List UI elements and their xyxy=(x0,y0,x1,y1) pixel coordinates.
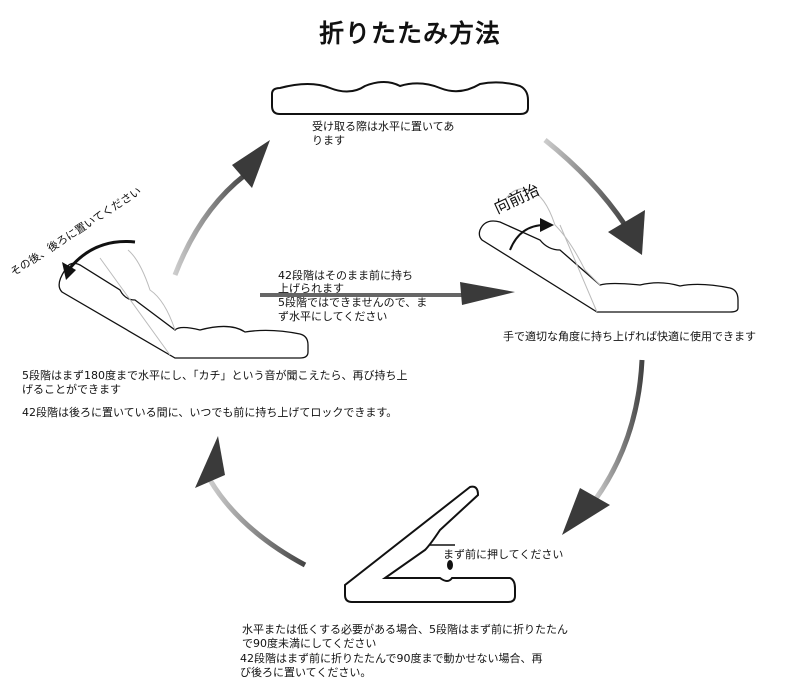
ghost-backrest xyxy=(99,249,176,356)
arrowhead-bottom-left-icon xyxy=(195,436,225,488)
top-text-1: 受け取る際は水平に置いてあ xyxy=(312,120,455,133)
center-text-3: 5段階ではできませんので、ま xyxy=(278,296,428,309)
chair-reclined-right xyxy=(478,220,739,313)
push-marker-icon xyxy=(447,560,453,570)
bottom-text-1: 水平または低くする必要がある場合、5段階はまず前に折りたたん xyxy=(242,623,568,636)
top-text-2: ります xyxy=(312,134,345,147)
left-text-2: げることができます xyxy=(22,383,121,396)
arrowhead-left-top-icon xyxy=(232,140,270,188)
cycle-arrow-bottom-left xyxy=(207,478,307,568)
push-label: まず前に押してください xyxy=(443,548,564,561)
cycle-arrow-top-right xyxy=(543,138,628,227)
back-arrowhead-icon xyxy=(62,262,76,280)
bottom-text-3: 42段階はまず前に折りたたんで90度まで動かせない場合、再 xyxy=(240,652,543,665)
chair-flat-top xyxy=(271,81,529,115)
left-text-1: 5段階はまず180度まで水平にし、「カチ」という音が聞こえたら、再び持ち上 xyxy=(22,369,408,382)
center-text-2: 上げられます xyxy=(278,282,344,295)
center-arrowhead-icon xyxy=(460,282,515,305)
bottom-text-2: で90度未満にしてください xyxy=(242,637,377,650)
cycle-arrow-right-bottom xyxy=(592,359,645,502)
bottom-text-4: び後ろに置いてください。 xyxy=(240,666,372,679)
right-text: 手で適切な角度に持ち上げれば快適に使用できます xyxy=(503,330,756,343)
ghost-raised-backrest xyxy=(504,188,601,313)
center-text-1: 42段階はそのまま前に持ち xyxy=(278,269,413,282)
arrowhead-top-right-icon xyxy=(608,210,645,255)
chair-reclined-left xyxy=(58,262,309,359)
left-text-3: 42段階は後ろに置いている間に、いつでも前に持ち上げてロックできます。 xyxy=(22,406,398,419)
cycle-arrow-left-top xyxy=(172,173,247,276)
page-title: 折りたたみ方法 xyxy=(318,19,501,48)
back-arrow xyxy=(68,240,136,269)
center-text-4: ず水平にしてください xyxy=(278,310,388,323)
lift-arrowhead-icon xyxy=(540,218,554,232)
arrowhead-right-bottom-icon xyxy=(562,488,610,535)
chair-folded-bottom xyxy=(344,485,516,603)
